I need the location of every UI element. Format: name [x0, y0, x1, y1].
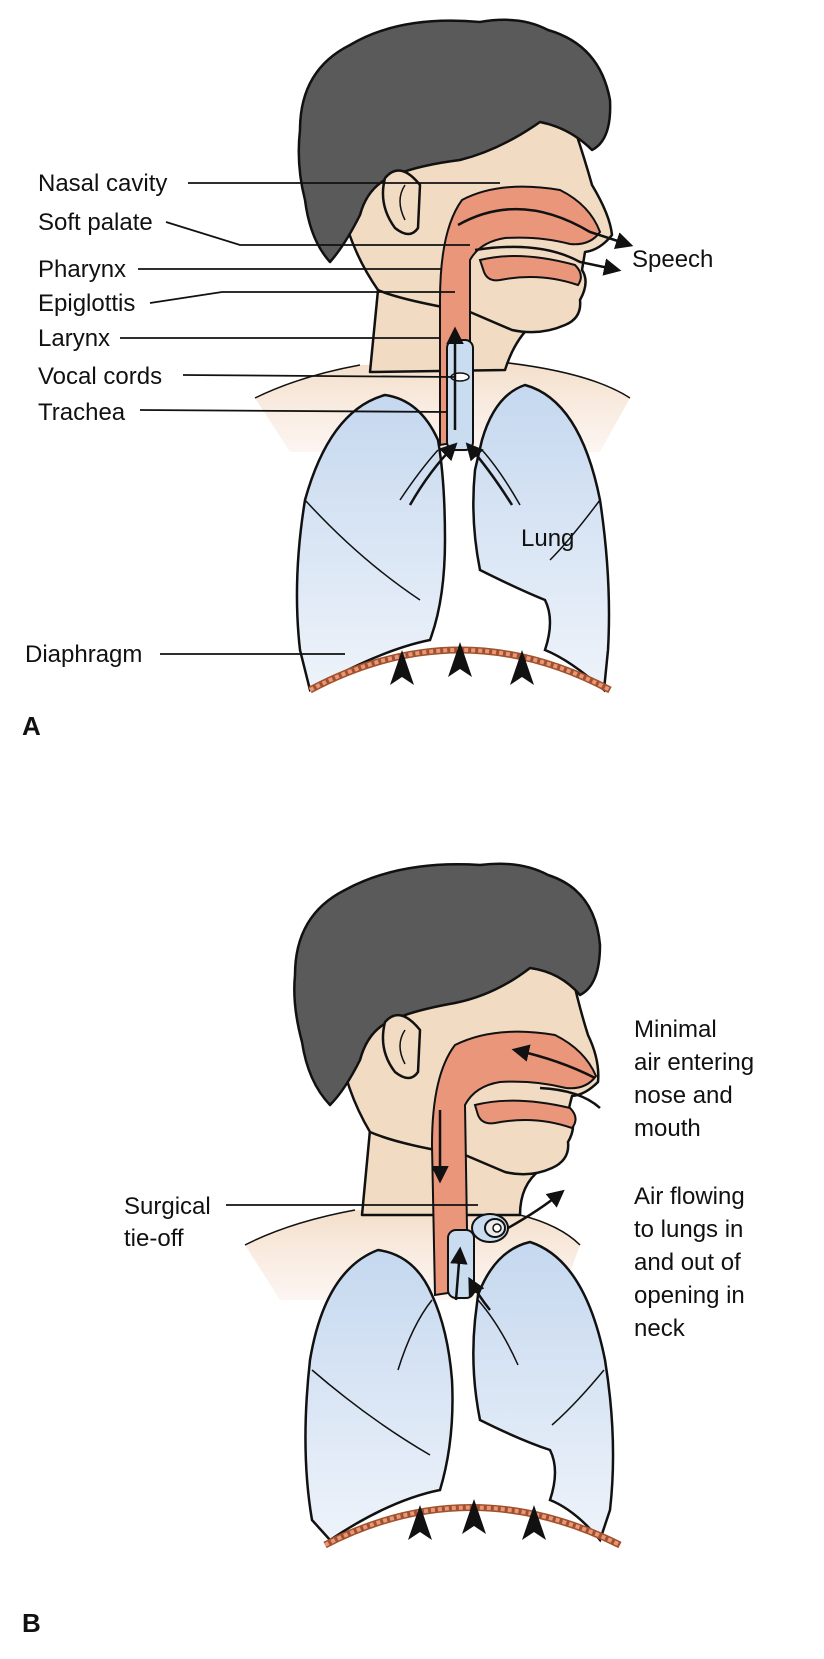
- ear: [381, 169, 422, 236]
- panel-b: Surgical tie-off Minimal air entering no…: [22, 862, 754, 1638]
- label-flow-5: neck: [634, 1315, 686, 1342]
- label-nasal-cavity: Nasal cavity: [38, 170, 167, 197]
- hair: [297, 18, 612, 264]
- diaphragm-arrow-b2: [462, 1499, 486, 1534]
- diaphragm-arrow-1: [390, 650, 414, 685]
- trachea-b: [447, 1229, 475, 1299]
- label-soft-palate: Soft palate: [38, 209, 153, 236]
- ear-b: [381, 1013, 422, 1080]
- diaphragm-arrow-b3: [522, 1505, 546, 1540]
- label-trachea: Trachea: [38, 399, 126, 426]
- label-flow-1: Air flowing: [634, 1183, 745, 1210]
- label-minimal-4: mouth: [634, 1115, 701, 1142]
- lung-left-b: [304, 1248, 454, 1542]
- label-tie-off: tie-off: [124, 1225, 184, 1252]
- diaphragm-arrow-3: [510, 650, 534, 685]
- panel-letter-a: A: [22, 711, 41, 741]
- hair-b: [293, 862, 602, 1107]
- label-pharynx: Pharynx: [38, 256, 126, 283]
- diaphragm-arrow-2: [448, 642, 472, 677]
- label-lung: Lung: [521, 525, 574, 552]
- panel-letter-b: B: [22, 1608, 41, 1638]
- label-flow-4: opening in: [634, 1282, 745, 1309]
- trachea-a: [446, 339, 474, 451]
- label-speech: Speech: [632, 246, 713, 273]
- label-minimal-3: nose and: [634, 1082, 733, 1109]
- label-surgical: Surgical: [124, 1193, 211, 1220]
- label-vocal-cords: Vocal cords: [38, 363, 162, 390]
- label-epiglottis: Epiglottis: [38, 290, 135, 317]
- lung-right-b: [472, 1240, 615, 1543]
- label-flow-3: and out of: [634, 1249, 741, 1276]
- lung-left-a: [295, 393, 447, 692]
- label-minimal-1: Minimal: [634, 1016, 717, 1043]
- diaphragm-arrow-b1: [408, 1505, 432, 1540]
- panel-a: Nasal cavity Soft palate Pharynx Epiglot…: [22, 18, 713, 741]
- label-diaphragm: Diaphragm: [25, 641, 142, 668]
- label-flow-2: to lungs in: [634, 1216, 743, 1243]
- label-larynx: Larynx: [38, 325, 110, 352]
- label-minimal-2: air entering: [634, 1049, 754, 1076]
- stoma-icon: [471, 1213, 509, 1243]
